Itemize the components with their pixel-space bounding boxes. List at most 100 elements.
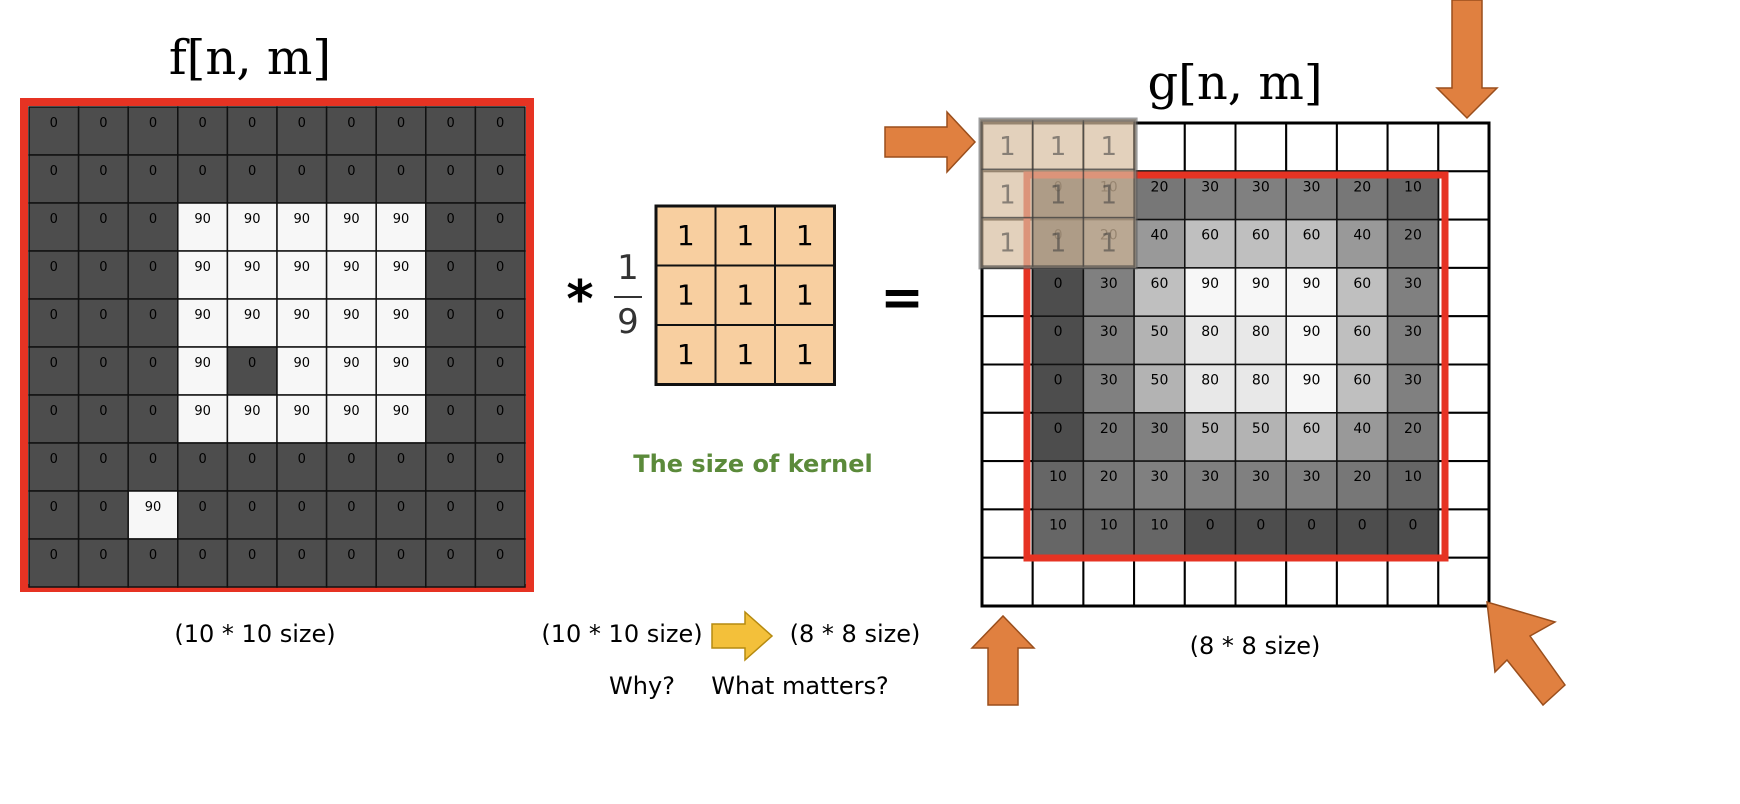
input-cell-value: 0 <box>347 452 355 467</box>
input-cell <box>28 154 80 204</box>
input-cell <box>375 346 427 396</box>
input-cell <box>425 298 477 348</box>
output-cell <box>1184 218 1237 269</box>
input-cell <box>474 346 526 396</box>
output-padding-cell <box>1285 556 1338 608</box>
input-cell <box>28 202 80 252</box>
output-padding-cell <box>1183 122 1237 173</box>
input-cell-value: 0 <box>50 116 58 131</box>
output-cell <box>1031 460 1085 511</box>
input-cell <box>177 202 229 252</box>
output-cell <box>1386 460 1440 511</box>
input-cell-value: 0 <box>248 116 256 131</box>
input-cell-value: 90 <box>393 260 410 275</box>
output-cell-value: 10 <box>1404 179 1422 195</box>
output-cell-value: 50 <box>1151 373 1169 389</box>
input-cell-value: 90 <box>194 260 211 275</box>
input-cell <box>375 250 427 300</box>
input-cell-value: 90 <box>294 212 311 227</box>
overlay-cell-value: 1 <box>1050 180 1067 210</box>
input-cell <box>127 106 179 156</box>
input-cell-value: 90 <box>393 356 410 371</box>
input-size-caption: (10 * 10 size) <box>174 620 336 648</box>
why-question: Why? <box>609 672 675 700</box>
output-padding-cell <box>1234 122 1288 173</box>
input-cell-value: 0 <box>397 452 405 467</box>
output-cell-value: 40 <box>1353 228 1371 244</box>
input-cell-value: 0 <box>149 548 157 563</box>
output-cell-value: 30 <box>1151 421 1169 437</box>
input-cell <box>425 442 477 492</box>
output-cell <box>1184 315 1237 366</box>
input-cell <box>77 106 129 156</box>
output-cell-value: 60 <box>1151 276 1169 292</box>
output-padding-cell <box>1335 556 1389 608</box>
input-cell <box>325 298 377 348</box>
input-cell-value: 0 <box>149 356 157 371</box>
input-cell <box>127 154 179 204</box>
output-cell-value: 0 <box>1358 517 1367 533</box>
yellow-arrow-icon <box>711 610 774 662</box>
output-cell-value: 20 <box>1404 421 1422 437</box>
input-cell <box>425 490 477 540</box>
output-cell-value: 10 <box>1049 469 1067 485</box>
output-padding-cell <box>1133 556 1186 608</box>
kernel-cell-value: 1 <box>677 279 695 312</box>
input-cell <box>177 106 229 156</box>
kernel-caption: The size of kernel <box>633 450 873 478</box>
input-cell-value: 0 <box>198 500 206 515</box>
what-matters-question: What matters? <box>711 672 889 700</box>
output-cell-value: 60 <box>1252 228 1270 244</box>
input-cell <box>325 202 377 252</box>
output-cell-value: 80 <box>1201 324 1219 340</box>
input-cell <box>276 106 328 156</box>
output-cell <box>1386 363 1440 414</box>
input-cell <box>325 538 377 588</box>
input-cell-value: 0 <box>99 116 107 131</box>
input-cell <box>375 298 427 348</box>
input-red-border <box>20 98 534 592</box>
input-cell <box>77 250 129 300</box>
input-cell <box>276 346 328 396</box>
input-cell <box>177 250 229 300</box>
input-cell <box>425 202 477 252</box>
kernel-cell <box>774 324 836 386</box>
input-cell-value: 0 <box>50 548 58 563</box>
input-cell-value: 0 <box>496 164 504 179</box>
input-cell <box>276 442 328 492</box>
input-cell <box>226 250 278 300</box>
overlay-cell-value: 1 <box>1100 229 1117 259</box>
input-cell <box>375 202 427 252</box>
input-cell-value: 90 <box>244 404 261 419</box>
input-cell-value: 0 <box>446 404 454 419</box>
input-cell <box>276 538 328 588</box>
input-cell <box>276 490 328 540</box>
input-cell-value: 90 <box>294 308 311 323</box>
input-cell-value: 0 <box>496 404 504 419</box>
output-cell-value: 50 <box>1151 324 1169 340</box>
input-cell-value: 0 <box>397 116 405 131</box>
input-cell <box>375 394 427 444</box>
input-cell-value: 0 <box>149 260 157 275</box>
output-cell-value: 30 <box>1303 179 1321 195</box>
input-cell-value: 0 <box>248 548 256 563</box>
input-cell-value: 0 <box>248 500 256 515</box>
input-cell <box>127 442 179 492</box>
input-cell-value: 0 <box>446 308 454 323</box>
input-cell <box>226 346 278 396</box>
input-cell-value: 0 <box>99 500 107 515</box>
input-cell-value: 0 <box>50 164 58 179</box>
input-cell-value: 0 <box>298 452 306 467</box>
input-cell <box>276 250 328 300</box>
output-cell-value: 0 <box>1206 517 1215 533</box>
output-cell-value: 0 <box>1054 373 1063 389</box>
input-cell-value: 0 <box>496 212 504 227</box>
input-cell <box>177 346 229 396</box>
output-cell-value: 90 <box>1201 276 1219 292</box>
input-cell <box>226 442 278 492</box>
kernel-cell-value: 1 <box>736 279 754 312</box>
